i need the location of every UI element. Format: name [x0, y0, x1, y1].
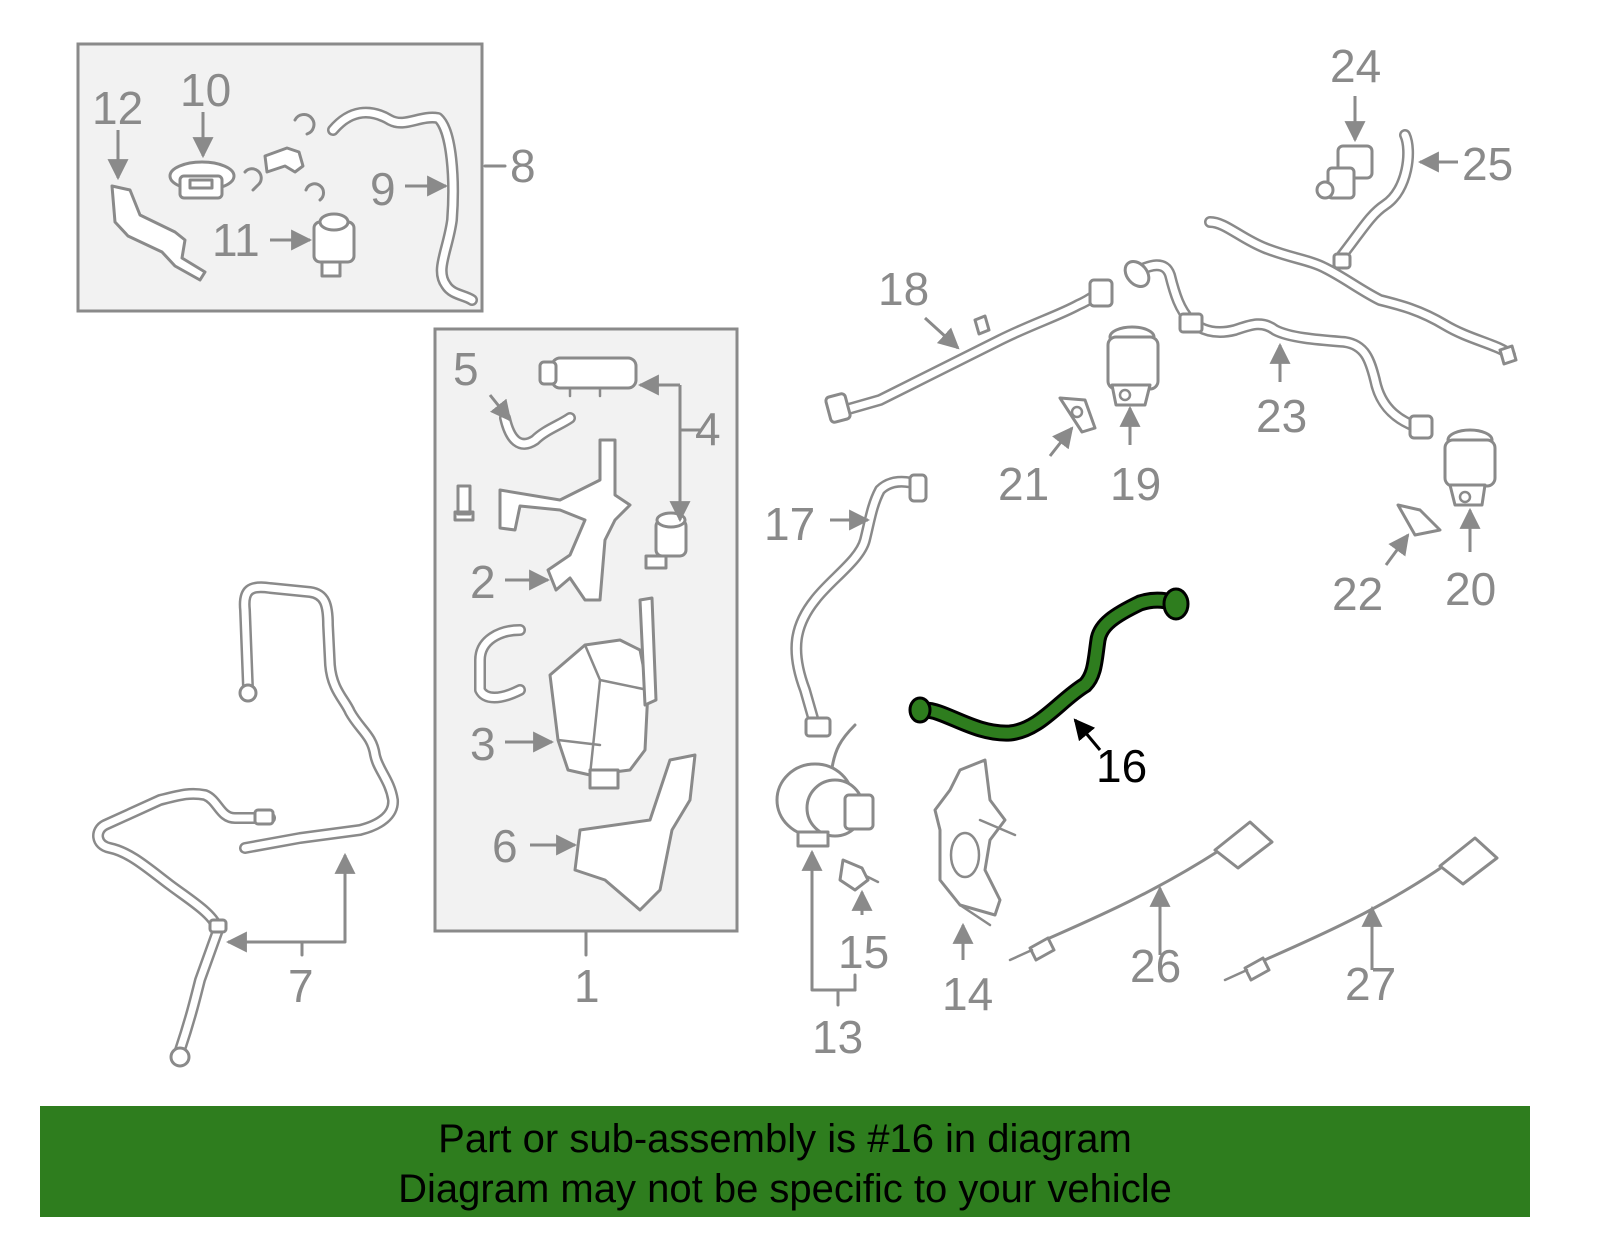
info-banner: Part or sub-assembly is #16 in diagram D…: [40, 1106, 1530, 1217]
label-2: 2: [470, 556, 496, 608]
part-12-bracket: [110, 184, 207, 282]
part-18-pipe: 18: [824, 263, 1114, 424]
label-17: 17: [764, 498, 815, 550]
label-12: 12: [92, 82, 143, 134]
label-10: 10: [180, 64, 231, 116]
label-1: 1: [574, 960, 600, 1012]
banner-line-1: Part or sub-assembly is #16 in diagram: [438, 1117, 1132, 1161]
label-6: 6: [492, 820, 518, 872]
elbow-fitting-icon: [263, 146, 305, 174]
part-21-gasket: 21: [998, 396, 1097, 510]
label-14: 14: [942, 968, 993, 1020]
part-10-sensor: [168, 160, 236, 200]
part-17-pipe: 17: [764, 473, 928, 738]
label-23: 23: [1256, 390, 1307, 442]
part-7-pipe: 7: [92, 581, 399, 1068]
part-19-valve: 19: [1106, 325, 1161, 510]
part-15-sensor: 15: [838, 858, 889, 978]
part-23-pipe: 23: [1123, 259, 1434, 442]
part-4-valve: [644, 511, 688, 570]
part-22-gasket: 22: [1332, 503, 1442, 620]
label-20: 20: [1445, 563, 1496, 615]
part-26-oxygen-sensor: 26: [1008, 820, 1274, 992]
label-27: 27: [1345, 958, 1396, 1010]
label-25: 25: [1462, 138, 1513, 190]
part-14-shield: 14: [933, 758, 1017, 1020]
label-4: 4: [695, 403, 721, 455]
label-24: 24: [1330, 40, 1381, 92]
label-22: 22: [1332, 568, 1383, 620]
label-9: 9: [370, 163, 396, 215]
part-20-valve: 20: [1443, 428, 1497, 615]
label-26: 26: [1130, 940, 1181, 992]
label-8: 8: [510, 140, 536, 192]
label-16: 16: [1096, 740, 1147, 792]
label-13: 13: [812, 1011, 863, 1063]
part-13-pump: 13: [775, 723, 875, 1063]
part-2-bracket: [498, 438, 632, 602]
part-6-shield: [573, 753, 697, 912]
group-1-box: 5 4 2 3 6 1: [433, 327, 739, 1012]
group-8-box: 12 10 11 9 8: [76, 42, 536, 313]
clamp-icon: [304, 182, 325, 202]
label-7: 7: [288, 960, 314, 1012]
bolt-icon: [453, 484, 475, 522]
label-19: 19: [1110, 458, 1161, 510]
label-11: 11: [212, 214, 260, 266]
part-27-oxygen-sensor: 27: [1223, 836, 1499, 1010]
label-5: 5: [453, 343, 479, 395]
banner-line-2: Diagram may not be specific to your vehi…: [398, 1167, 1172, 1211]
label-18: 18: [878, 263, 929, 315]
part-25-line: 25: [1204, 129, 1518, 366]
label-15: 15: [838, 926, 889, 978]
label-3: 3: [470, 718, 496, 770]
part-3-reservoir: [548, 596, 658, 790]
part-4-canister: [538, 356, 638, 398]
part-11-valve: [312, 212, 356, 278]
part-24-valve: 24: [1315, 40, 1381, 200]
clamp-icon: [293, 112, 316, 136]
part-16-hose-highlighted[interactable]: 16: [908, 587, 1190, 792]
clamp-icon: [243, 167, 263, 192]
label-21: 21: [998, 458, 1049, 510]
